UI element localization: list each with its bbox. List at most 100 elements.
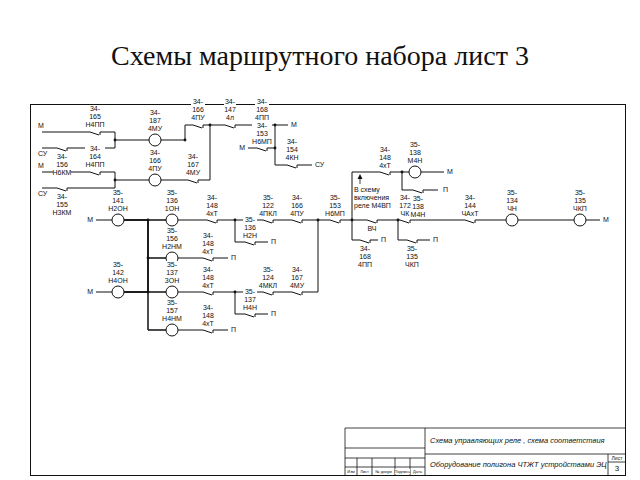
contact-label: 34-168 4ПП: [358, 245, 372, 269]
junction-dot: [234, 219, 237, 222]
coil-symbol: [148, 173, 162, 187]
contact-blade: [245, 242, 254, 245]
wire: [124, 220, 166, 330]
contact-blade: [188, 180, 197, 183]
title-block-header: Лист: [360, 469, 369, 474]
contact-stop: [377, 220, 378, 223]
wiring: [42, 125, 600, 330]
contact-blade: [203, 330, 212, 333]
contact-gap: [203, 328, 213, 332]
coil-symbol: [111, 285, 125, 299]
supply-label: СУ: [315, 161, 324, 169]
contact-symbol: [57, 146, 67, 151]
contact-gap: [400, 218, 410, 222]
contact-gap: [188, 178, 198, 182]
relay-coil: 35-135 ЧКП: [573, 189, 587, 227]
contact-gap: [90, 170, 100, 174]
contact-label: 34-166 4ПУ: [191, 98, 204, 122]
coil-symbol: [505, 213, 519, 227]
contact-blade: [207, 220, 216, 223]
contact-label: 34-167 4МУ: [290, 266, 304, 290]
contact-symbol: [203, 256, 213, 261]
sheet-frame: [31, 105, 626, 476]
supply-label: М: [87, 288, 93, 296]
title-block-header: Дата: [413, 469, 422, 474]
contact-symbol: [400, 218, 410, 223]
relay-coil: 35-136 1ОН: [165, 189, 179, 227]
contact-label: 35-137 Н4Н: [243, 288, 257, 312]
contact-gap: [203, 256, 213, 260]
supply-label: М: [291, 121, 297, 129]
sheet-number: 3: [615, 464, 619, 473]
contact-gap: [330, 218, 340, 222]
contact-stop: [273, 220, 274, 223]
relay-coil: 35-156 Н2НМ: [162, 227, 182, 265]
contact-gap: [263, 290, 273, 294]
contact-gap: [287, 163, 297, 167]
contact-gap: [90, 130, 100, 134]
coil-circle: [574, 214, 586, 226]
wire: [518, 220, 574, 221]
coil-symbol: [165, 213, 179, 227]
contact-label: ВЧ: [367, 225, 376, 233]
junction-dot: [114, 179, 117, 182]
contact-symbol: [465, 218, 475, 223]
contact-gap: [207, 218, 217, 222]
relay-contacts: [57, 123, 475, 333]
junction-dot: [234, 291, 237, 294]
contact-gap: [413, 188, 423, 192]
contact-blade: [193, 125, 202, 128]
coil-symbol: [165, 285, 179, 299]
contact-symbol: [193, 123, 203, 128]
contact-stop: [410, 220, 411, 223]
contact-symbol: [367, 218, 377, 223]
contact-stop: [213, 330, 214, 333]
contact-stop: [273, 292, 274, 295]
contact-blade: [292, 292, 301, 295]
supply-label: СУ: [38, 150, 47, 158]
supply-label: П: [381, 236, 386, 244]
wire: [124, 220, 166, 258]
contact-label: 35-136 Н2Н: [243, 216, 257, 240]
coil-circle: [112, 286, 124, 298]
contact-gap: [407, 238, 417, 242]
coil-label: 35-137 3ОН: [165, 261, 179, 285]
relay-coil: 34-166 4ПУ: [148, 149, 162, 187]
coil-circle: [166, 286, 178, 298]
title-block-text: Схема управляющих реле , схема соответст…: [430, 437, 605, 446]
contact-symbol: [203, 328, 213, 333]
coil-label: 35-157 Н4НМ: [162, 299, 182, 323]
relay-coil: 35-157 Н4НМ: [162, 299, 182, 337]
contact-gap: [292, 290, 302, 294]
contact-gap: [465, 218, 475, 222]
contact-label: 34-148 4хТ: [202, 304, 214, 328]
contact-gap: [380, 170, 390, 174]
supply-label: М: [87, 216, 93, 224]
contact-symbol: [245, 240, 255, 245]
contact-gap: [57, 186, 67, 190]
coil-circle: [149, 174, 161, 186]
junction-dot: [114, 139, 117, 142]
wire: [124, 258, 166, 292]
contact-label: 34-154 4КН: [285, 138, 298, 162]
contact-stop: [302, 220, 303, 223]
contact-stop: [390, 172, 391, 175]
contact-blade: [287, 165, 296, 168]
supply-label: М: [38, 122, 44, 130]
title-block-header: Подпись: [395, 469, 411, 474]
contact-stop: [100, 132, 101, 135]
arrow-head: [358, 174, 363, 179]
contact-stop: [213, 292, 214, 295]
contact-label: 35-122 4ПКЛ: [259, 194, 277, 218]
contact-gap: [57, 146, 67, 150]
contact-gap: [263, 218, 273, 222]
title-block-text: Лист: [612, 455, 623, 461]
contact-blade: [465, 220, 474, 223]
wire: [124, 220, 166, 292]
junction-dot: [209, 124, 212, 127]
contact-blade: [57, 188, 66, 191]
contact-blade: [380, 172, 389, 175]
